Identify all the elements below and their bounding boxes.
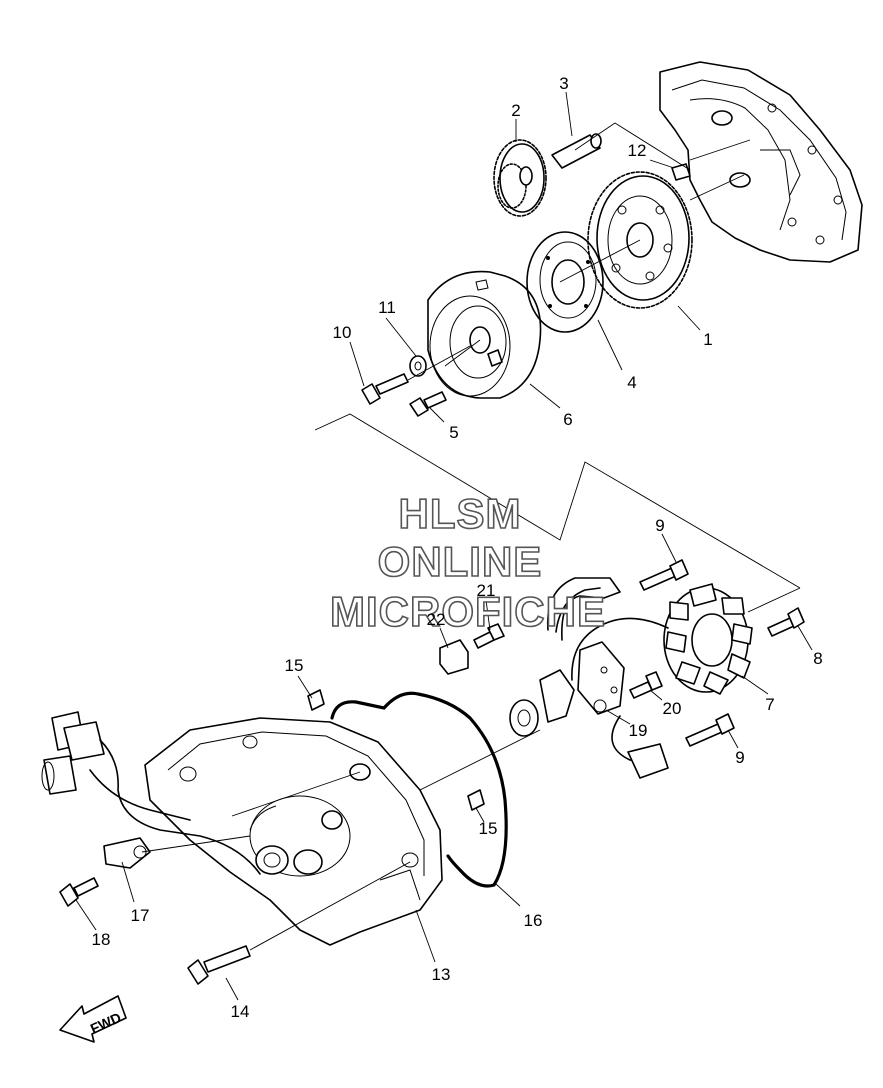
callout-1: 1 bbox=[703, 330, 712, 349]
watermark-line-2: ONLINE bbox=[378, 538, 543, 585]
callout-5: 5 bbox=[449, 423, 458, 442]
leader-lines bbox=[75, 91, 813, 1001]
part-13-crankcase-cover bbox=[144, 717, 443, 946]
part-8-bolt bbox=[767, 607, 805, 637]
part-5-screw bbox=[409, 391, 447, 417]
part-9-bolt-lower bbox=[685, 713, 735, 747]
callout-4: 4 bbox=[627, 373, 636, 392]
callout-7: 7 bbox=[765, 695, 774, 714]
part-14-bolt bbox=[187, 945, 251, 985]
callout-3: 3 bbox=[559, 74, 568, 93]
neutral-switch-harness bbox=[41, 711, 261, 875]
crankcase-housing bbox=[659, 61, 863, 263]
callout-9-lower: 9 bbox=[735, 748, 744, 767]
callout-labels: 1 2 3 4 5 6 7 8 9 9 10 11 12 13 14 15 15… bbox=[92, 74, 823, 1021]
callout-14: 14 bbox=[231, 1002, 250, 1021]
callout-18: 18 bbox=[92, 930, 111, 949]
callout-22: 22 bbox=[427, 610, 446, 629]
callout-13: 13 bbox=[432, 965, 451, 984]
part-21-screw bbox=[473, 623, 505, 649]
callout-16: 16 bbox=[524, 911, 543, 930]
part-7-stator bbox=[663, 583, 753, 695]
part-16-gasket bbox=[330, 691, 508, 888]
callout-15-lower: 15 bbox=[479, 819, 498, 838]
part-22-clamp bbox=[439, 639, 469, 675]
watermark-line-3: MICROFICHE bbox=[330, 588, 606, 635]
part-20-bolt bbox=[629, 671, 663, 699]
callout-21: 21 bbox=[477, 581, 496, 600]
callout-15-upper: 15 bbox=[285, 656, 304, 675]
part-10-bolt bbox=[361, 373, 409, 405]
watermark-line-1: HLSM bbox=[399, 490, 522, 537]
part-17-clamp bbox=[103, 837, 151, 869]
callout-12: 12 bbox=[628, 141, 647, 160]
part-4-one-way-clutch bbox=[526, 231, 604, 333]
part-19-pickup-coil bbox=[577, 641, 625, 715]
callout-17: 17 bbox=[131, 906, 150, 925]
part-15-dowel-pin-lower bbox=[467, 789, 485, 811]
callout-20: 20 bbox=[663, 699, 682, 718]
assembly-lines bbox=[141, 122, 801, 951]
part-11-washer bbox=[409, 355, 427, 377]
callout-10: 10 bbox=[333, 323, 352, 342]
part-18-bolt bbox=[59, 877, 99, 907]
callout-19: 19 bbox=[629, 721, 648, 740]
callout-2: 2 bbox=[511, 101, 520, 120]
stator-wiring bbox=[509, 577, 669, 779]
fwd-arrow: FWD bbox=[59, 995, 127, 1043]
part-15-dowel-pin-upper bbox=[307, 689, 325, 711]
part-1-wheel-gear bbox=[587, 171, 693, 309]
part-2-idle-gear bbox=[493, 139, 547, 217]
part-6-rotor bbox=[427, 270, 542, 399]
callout-11: 11 bbox=[378, 298, 396, 317]
callout-9-upper: 9 bbox=[655, 516, 664, 535]
watermark: HLSM ONLINE MICROFICHE bbox=[329, 489, 606, 636]
part-12-key bbox=[671, 163, 691, 181]
callout-6: 6 bbox=[563, 410, 572, 429]
part-3-shaft bbox=[551, 133, 602, 169]
part-9-bolt-upper bbox=[639, 559, 689, 591]
callout-8: 8 bbox=[813, 649, 822, 668]
